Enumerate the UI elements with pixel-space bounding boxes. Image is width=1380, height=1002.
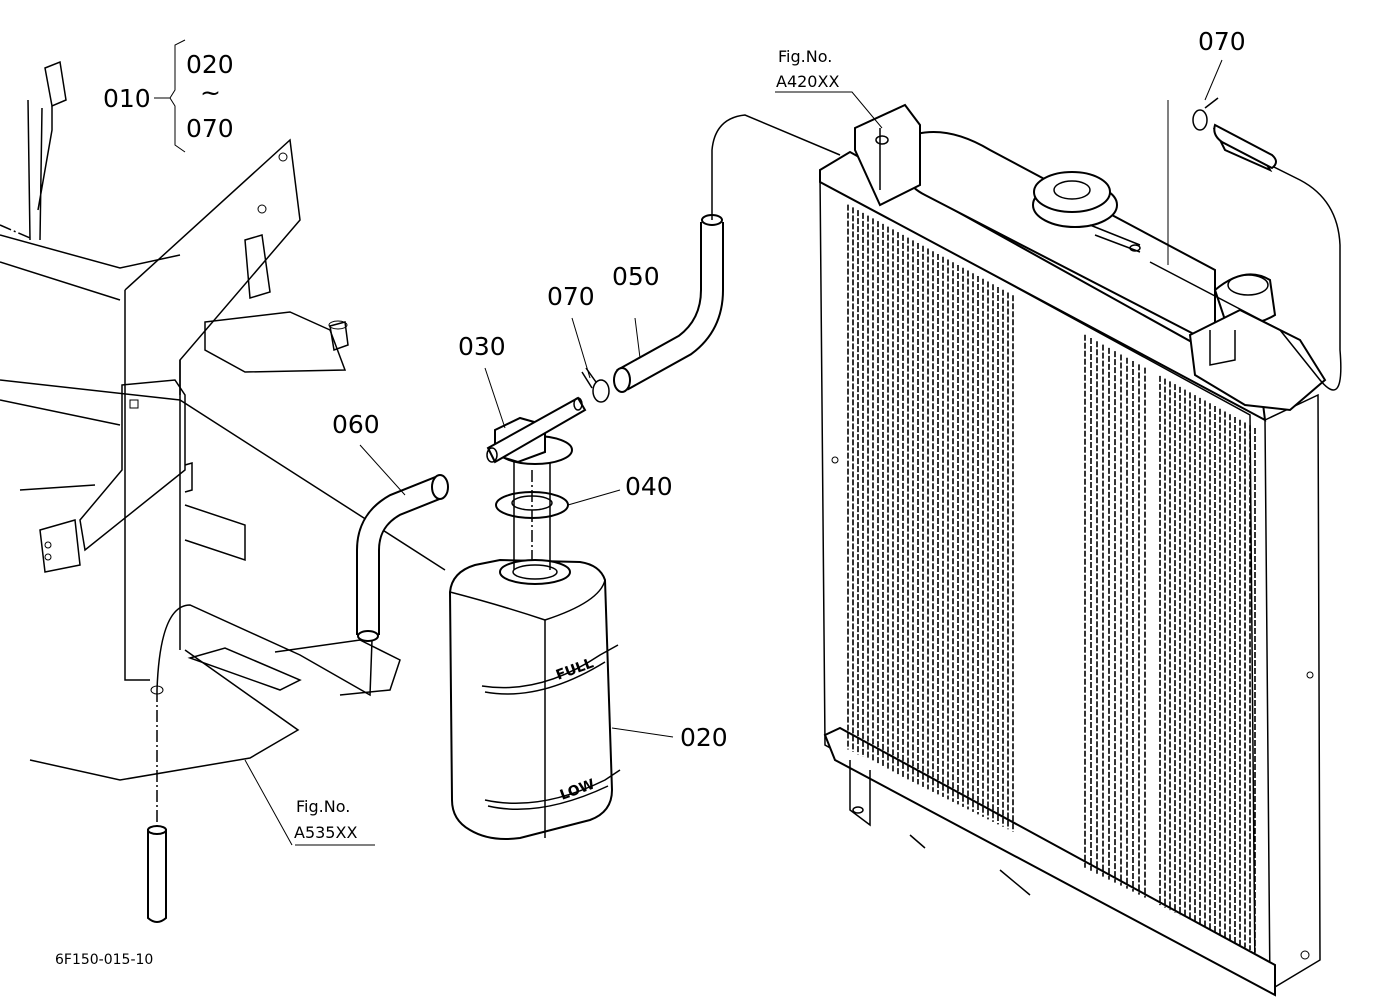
- callout-gasket: 040: [625, 472, 673, 501]
- figref-radiator-label: Fig.No.: [778, 47, 832, 66]
- reserve-tank: [448, 558, 621, 840]
- callout-range-end: 070: [186, 114, 234, 143]
- figref-radiator-code: A420XX: [776, 72, 839, 91]
- frame-bracket: [0, 60, 446, 781]
- callout-range-sep: ~: [200, 78, 221, 107]
- radiator: [819, 103, 1327, 997]
- callout-clip-mid: 070: [547, 282, 595, 311]
- callout-assembly: 010: [103, 84, 151, 113]
- callout-tank: 020: [680, 723, 728, 752]
- callout-clip-top: 070: [1198, 27, 1246, 56]
- leader-lines: [154, 39, 1223, 846]
- radiator-overflow-tube: [711, 97, 1342, 391]
- callout-range-start: 020: [186, 50, 234, 79]
- hose-upper: [613, 214, 724, 393]
- callout-hose-lower: 060: [332, 410, 380, 439]
- hose-lower: [356, 474, 449, 642]
- radiator-core-fins: [847, 204, 1256, 953]
- drawing-id: 6F150-015-10: [55, 952, 153, 968]
- figref-frame-label: Fig.No.: [296, 797, 350, 816]
- gasket: [495, 455, 569, 570]
- callout-cap: 030: [458, 332, 506, 361]
- hose-clip-mid: [581, 367, 610, 403]
- callout-hose-upper: 050: [612, 262, 660, 291]
- figref-frame-code: A535XX: [294, 823, 357, 842]
- tank-cap: [486, 396, 587, 465]
- overflow-tube: [147, 604, 373, 923]
